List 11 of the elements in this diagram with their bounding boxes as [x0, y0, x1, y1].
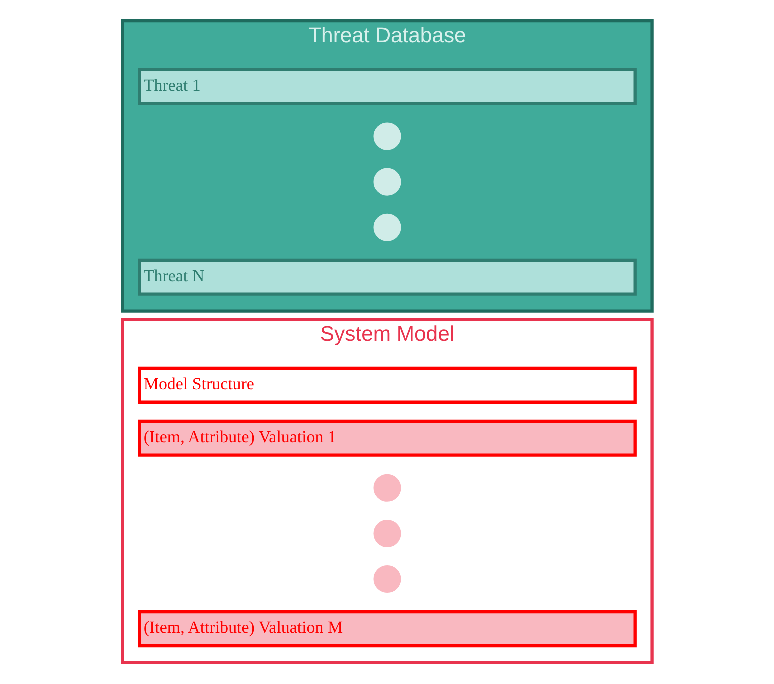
node-box: Threat 1 [138, 68, 636, 106]
node-box: Threat N [138, 258, 636, 296]
node-box: Model Structure [138, 366, 636, 404]
node-circle [373, 122, 401, 150]
node-circle [373, 168, 401, 196]
node-circle [373, 474, 401, 502]
node-box: (Item, Attribute) Valuation M [138, 610, 636, 648]
node-circle [373, 214, 401, 242]
node-circle [373, 520, 401, 548]
node-circle [373, 565, 401, 594]
node-box: (Item, Attribute) Valuation 1 [138, 420, 636, 457]
